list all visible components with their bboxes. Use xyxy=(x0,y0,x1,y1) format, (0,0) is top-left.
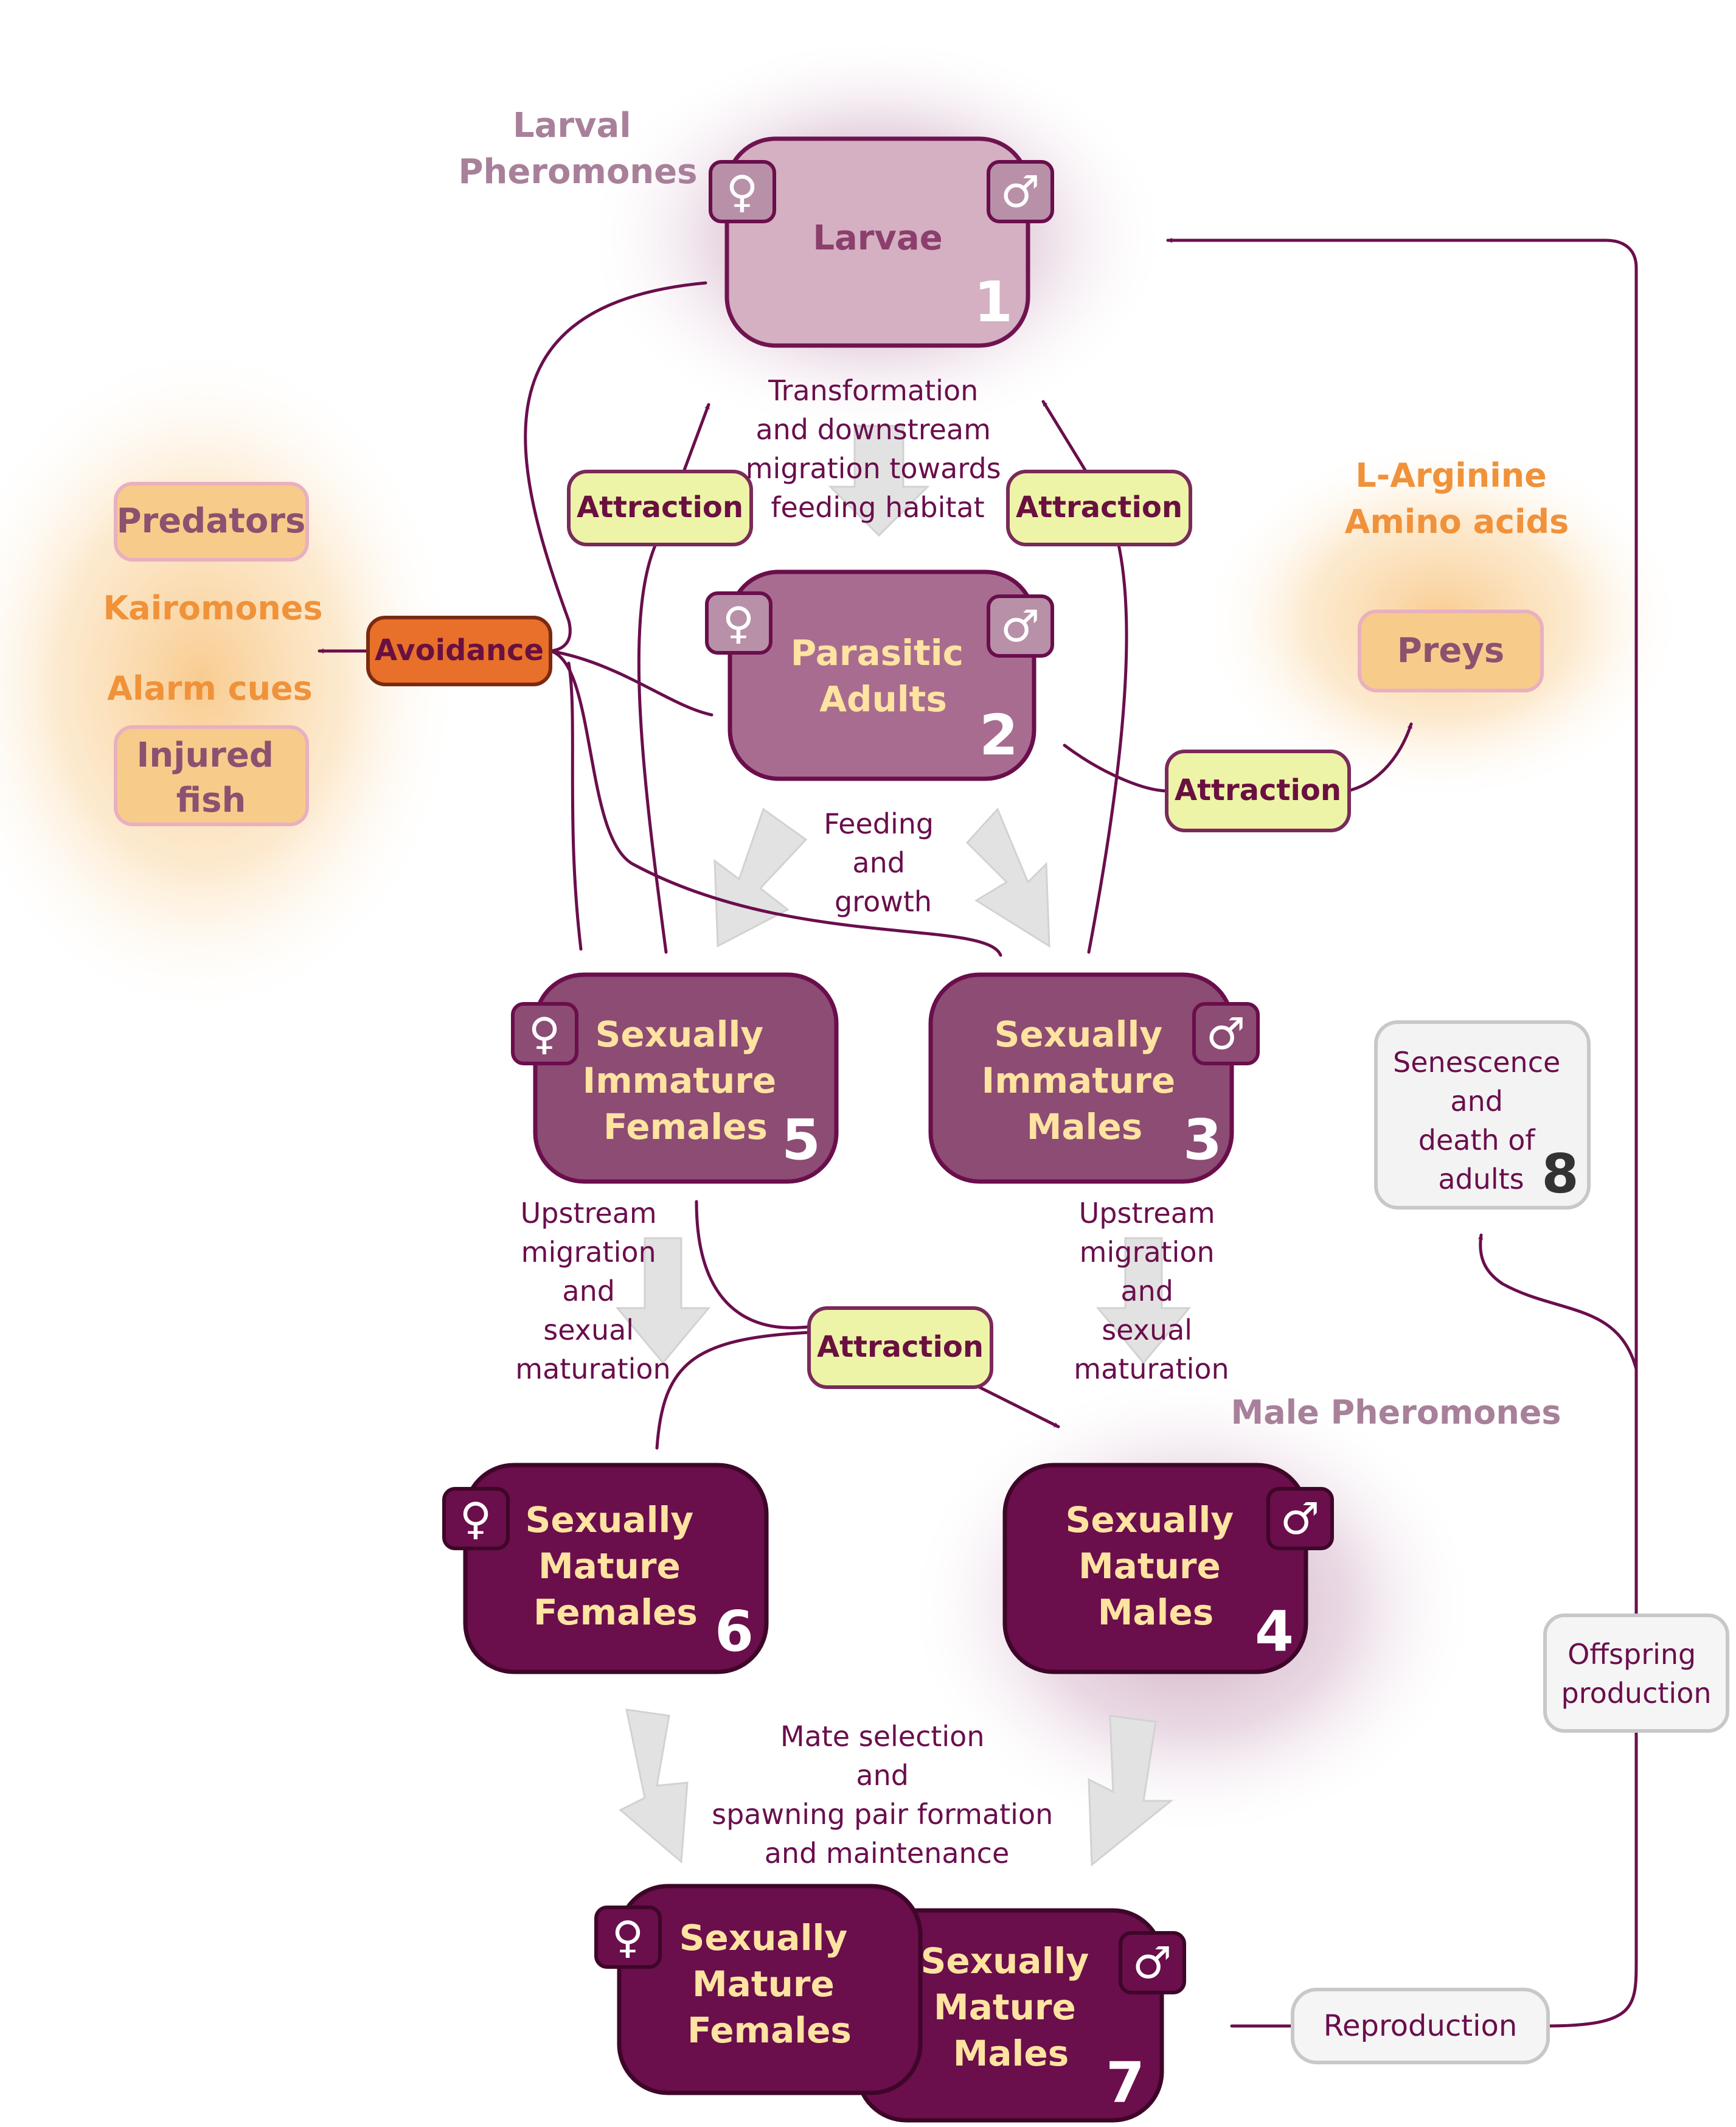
transition-arrows xyxy=(615,425,1192,1867)
svg-text:♂: ♂ xyxy=(1001,601,1040,652)
stage-immature-females: Sexually Immature Females 5 ♀ xyxy=(511,972,839,1184)
larvae-to-avoidance-line xyxy=(524,281,707,653)
male-icon: ♂ xyxy=(987,160,1054,223)
male-pheromones-label: Male Pheromones xyxy=(1231,1393,1561,1432)
stage-immature-males: Sexually Immature Males 3 ♂ xyxy=(928,972,1260,1184)
attraction-box-preys: Attraction xyxy=(1165,750,1351,832)
svg-text:Predators: Predators xyxy=(117,501,306,541)
female-icon: ♀ xyxy=(705,591,773,655)
preys-box: Preys xyxy=(1358,610,1544,692)
parasitic-to-immature-females-arrow xyxy=(713,807,808,948)
female-icon: ♀ xyxy=(709,160,776,223)
larvae-to-parasitic-arrow xyxy=(828,425,930,537)
female-icon: ♀ xyxy=(511,1002,578,1065)
transformation-text: Transformation and downstream migration … xyxy=(746,374,1010,524)
svg-text:♀: ♀ xyxy=(726,166,759,217)
svg-text:♂: ♂ xyxy=(1280,1493,1320,1544)
svg-text:♀: ♀ xyxy=(529,1008,561,1059)
parasitic-to-immature-males-arrow xyxy=(965,807,1050,948)
immature-females-attraction-line xyxy=(637,403,710,954)
mature-females-to-attraction-line xyxy=(655,1331,811,1450)
offspring-to-senescence-line xyxy=(1477,1233,1638,1371)
svg-text:Sexually Mature Ma: Sexually Mature Males xyxy=(1066,1499,1246,1633)
stage-number-6: 6 xyxy=(715,1599,754,1664)
svg-text:Sexually Immature: Sexually Immature Females xyxy=(583,1014,789,1147)
mate-selection-text: Mate selection and spawning pair formati… xyxy=(712,1720,1062,1870)
male-icon: ♂ xyxy=(987,594,1054,658)
mature-males-to-pair-arrow xyxy=(1088,1714,1174,1867)
svg-text:Preys: Preys xyxy=(1397,631,1504,670)
male-icon: ♂ xyxy=(1192,1002,1260,1065)
immature-females-to-male-line xyxy=(695,1200,817,1329)
svg-text:♂: ♂ xyxy=(1206,1008,1246,1059)
female-icon: ♀ xyxy=(594,1906,662,1969)
svg-text:Sexually Mature Fe: Sexually Mature Females xyxy=(526,1499,706,1633)
avoidance-box: Avoidance xyxy=(366,616,552,686)
attraction-to-preys-line xyxy=(1345,722,1413,793)
stage-mature-females: Sexually Mature Females 6 ♀ xyxy=(442,1463,769,1674)
stage-mature-males: Sexually Mature Males 4 ♂ xyxy=(1002,1463,1334,1674)
svg-text:Senescence and dea: Senescence and death of adults xyxy=(1393,1046,1569,1196)
pair-males-box: Sexually Mature Males 7 ♂ xyxy=(855,1908,1186,2123)
l-arginine-label: L-Arginine Amino acids xyxy=(1345,456,1569,541)
stage-larvae: Larvae 1 ♀ ♂ xyxy=(709,136,1054,348)
stage-number-5: 5 xyxy=(782,1107,821,1172)
svg-text:Larvae: Larvae xyxy=(813,218,942,258)
attraction-box-right: Attraction xyxy=(1006,470,1192,546)
parasitic-to-preys-line xyxy=(1063,743,1170,793)
feeding-text: Feeding and growth xyxy=(824,807,943,918)
stage-spawning-pair: Sexually Mature Males 7 ♂ Sexually Matur… xyxy=(594,1884,1186,2123)
predators-box: Predators xyxy=(114,482,309,562)
svg-text:Reproduction: Reproduction xyxy=(1324,2009,1517,2043)
attraction-to-mature-males-line xyxy=(977,1385,1060,1429)
immature-to-mature-females-arrow xyxy=(615,1237,711,1365)
svg-text:Attraction: Attraction xyxy=(1175,773,1341,807)
svg-text:Attraction: Attraction xyxy=(1016,490,1182,524)
svg-text:Sexually Mature: Sexually Mature Females xyxy=(679,1917,860,2051)
attraction-box-mating: Attraction xyxy=(807,1306,993,1389)
immature-males-to-avoidance-line xyxy=(549,649,1002,957)
male-icon: ♂ xyxy=(1119,1931,1186,1994)
svg-text:♂: ♂ xyxy=(1133,1937,1172,1988)
attraction-box-left: Attraction xyxy=(567,470,753,546)
parasitic-to-avoidance-line xyxy=(549,649,713,717)
svg-text:♀: ♀ xyxy=(723,597,755,649)
svg-text:♀: ♀ xyxy=(612,1912,644,1963)
stage-number-4: 4 xyxy=(1255,1599,1294,1664)
upstream-text-females: Upstream migration and sexual maturation xyxy=(515,1197,670,1385)
svg-text:Sexually Immature: Sexually Immature Males xyxy=(982,1014,1188,1147)
stage-parasitic-adults: Parasitic Adults 2 ♀ ♂ xyxy=(705,569,1054,781)
female-icon: ♀ xyxy=(442,1487,510,1550)
kairomones-label: Kairomones xyxy=(103,589,322,627)
alarm-cues-label: Alarm cues xyxy=(107,669,313,708)
svg-text:♂: ♂ xyxy=(1001,166,1040,217)
svg-text:Parasitic Adults: Parasitic Adults xyxy=(791,632,976,720)
pair-females-box: Sexually Mature Females ♀ xyxy=(594,1884,923,2095)
male-icon: ♂ xyxy=(1266,1487,1334,1550)
reproduction-loop-line xyxy=(1166,237,1638,2028)
offspring-production-box: Offspring production xyxy=(1543,1614,1729,1733)
stage-senescence: Senescence and death of adults 8 xyxy=(1374,1020,1591,1210)
stage-number-1: 1 xyxy=(974,270,1013,335)
stage-number-7: 7 xyxy=(1106,2050,1145,2115)
immature-females-to-avoidance-line xyxy=(567,661,583,951)
svg-text:Attraction: Attraction xyxy=(577,490,743,524)
injured-fish-box: Injured fish xyxy=(114,725,309,826)
stage-number-2: 2 xyxy=(979,703,1018,768)
svg-text:Offspring production: Offspring production xyxy=(1561,1638,1711,1710)
stage-number-8: 8 xyxy=(1541,1143,1578,1205)
stage-number-3: 3 xyxy=(1183,1107,1222,1172)
immature-to-mature-males-arrow xyxy=(1095,1237,1192,1365)
mature-females-to-pair-arrow xyxy=(619,1708,689,1864)
svg-text:Avoidance: Avoidance xyxy=(375,633,544,667)
larval-pheromones-label: Larval Pheromones xyxy=(459,106,698,192)
svg-text:♀: ♀ xyxy=(460,1493,492,1544)
svg-text:Sexually Mature: Sexually Mature Males xyxy=(921,1940,1102,2074)
upstream-text-males: Upstream migration and sexual maturation xyxy=(1074,1197,1229,1385)
svg-text:Injured fish: Injured fish xyxy=(137,736,286,820)
reproduction-box: Reproduction xyxy=(1291,1988,1550,2064)
svg-text:Attraction: Attraction xyxy=(817,1330,984,1364)
